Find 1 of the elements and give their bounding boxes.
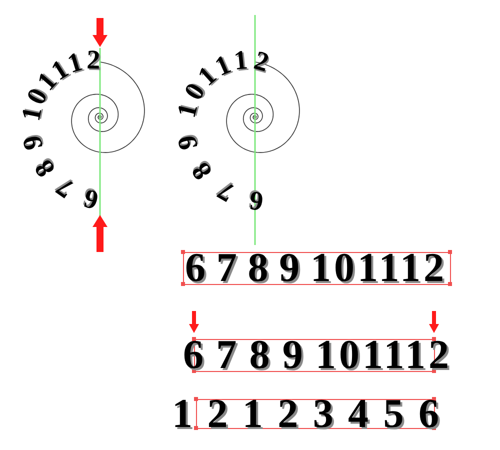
framed-text: 6 7 8 9 101112: [181, 250, 452, 286]
